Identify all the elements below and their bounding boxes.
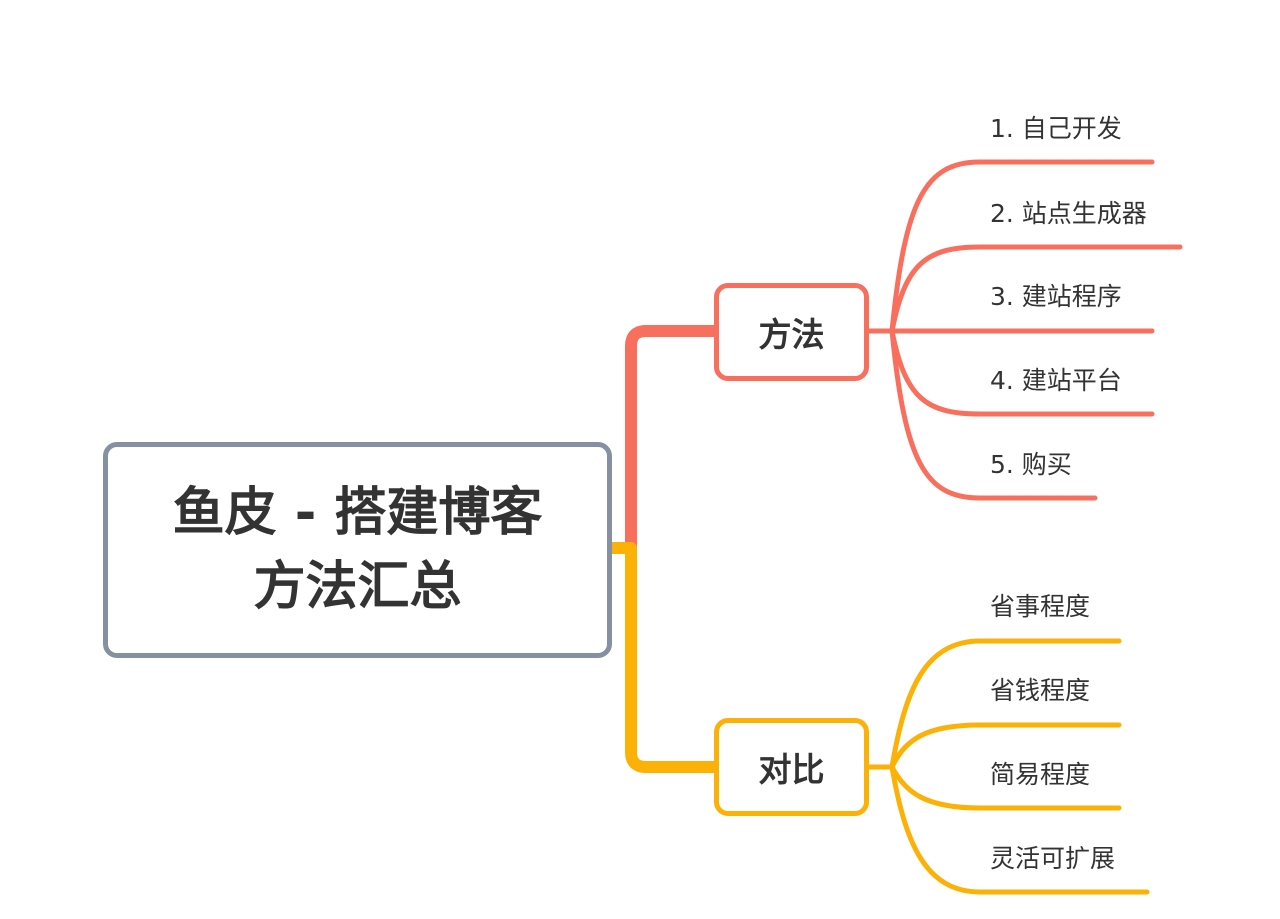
branch-label-compare: 对比	[758, 750, 825, 789]
connector-methods-5	[889, 328, 1098, 501]
leaf-methods-5[interactable]: 5. 购买	[990, 450, 1072, 479]
leaf-methods-3[interactable]: 3. 建站程序	[990, 282, 1122, 311]
leaf-methods-2[interactable]: 2. 站点生成器	[990, 199, 1147, 228]
branch-node-methods[interactable]: 方法	[714, 283, 869, 381]
connector-root-methods	[612, 325, 714, 554]
connector-methods-1	[865, 159, 1155, 334]
connector-methods-2	[889, 244, 1183, 334]
connector-compare-3	[889, 764, 1122, 811]
connector-compare-2	[889, 722, 1122, 770]
leaf-compare-4[interactable]: 灵活可扩展	[990, 844, 1116, 873]
leaf-compare-1[interactable]: 省事程度	[990, 592, 1091, 621]
root-title: 鱼皮 - 搭建博客 方法汇总	[172, 483, 543, 617]
connector-root-compare	[612, 542, 714, 773]
branch-node-compare[interactable]: 对比	[714, 718, 869, 816]
leaf-methods-1[interactable]: 1. 自己开发	[990, 114, 1122, 143]
leaf-methods-4[interactable]: 4. 建站平台	[990, 366, 1122, 395]
branch-label-methods: 方法	[758, 315, 825, 354]
connector-compare-4	[889, 764, 1150, 895]
connector-methods-4	[889, 328, 1155, 417]
root-node[interactable]: 鱼皮 - 搭建博客 方法汇总	[103, 442, 612, 658]
compare-leaf-connectors	[865, 638, 1150, 895]
leaf-compare-3[interactable]: 简易程度	[990, 760, 1091, 789]
connector-compare-1	[865, 638, 1122, 770]
leaf-compare-2[interactable]: 省钱程度	[990, 676, 1091, 705]
methods-leaf-connectors	[865, 159, 1183, 501]
